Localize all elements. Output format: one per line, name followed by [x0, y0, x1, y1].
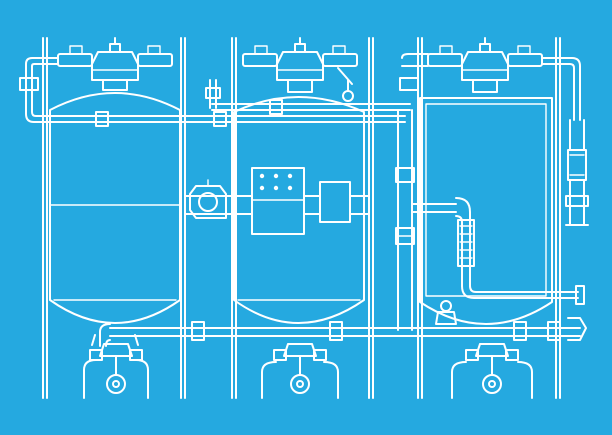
tank-3	[419, 97, 553, 325]
top-valve-1	[57, 37, 173, 91]
control-panel	[251, 167, 305, 235]
tank-2-side-piping	[205, 79, 221, 109]
bottom-manifold	[99, 317, 587, 347]
tank-1	[49, 92, 181, 346]
flow-meter-piping	[395, 109, 585, 331]
indicator-light	[273, 173, 279, 179]
top-valve-2	[242, 37, 358, 93]
bottom-valve-1	[83, 343, 149, 399]
indicator-light	[259, 173, 265, 179]
indicator-light	[273, 185, 279, 191]
indicator-light	[259, 185, 265, 191]
indicator-light	[287, 185, 293, 191]
control-panel-assembly	[185, 167, 370, 235]
bottom-valve-3	[451, 343, 533, 399]
frame-posts	[42, 37, 561, 399]
upper-piping	[19, 53, 589, 226]
top-valve-3	[427, 37, 543, 93]
bottom-valve-2	[261, 343, 339, 399]
tank-2	[233, 96, 365, 324]
indicator-light	[287, 173, 293, 179]
